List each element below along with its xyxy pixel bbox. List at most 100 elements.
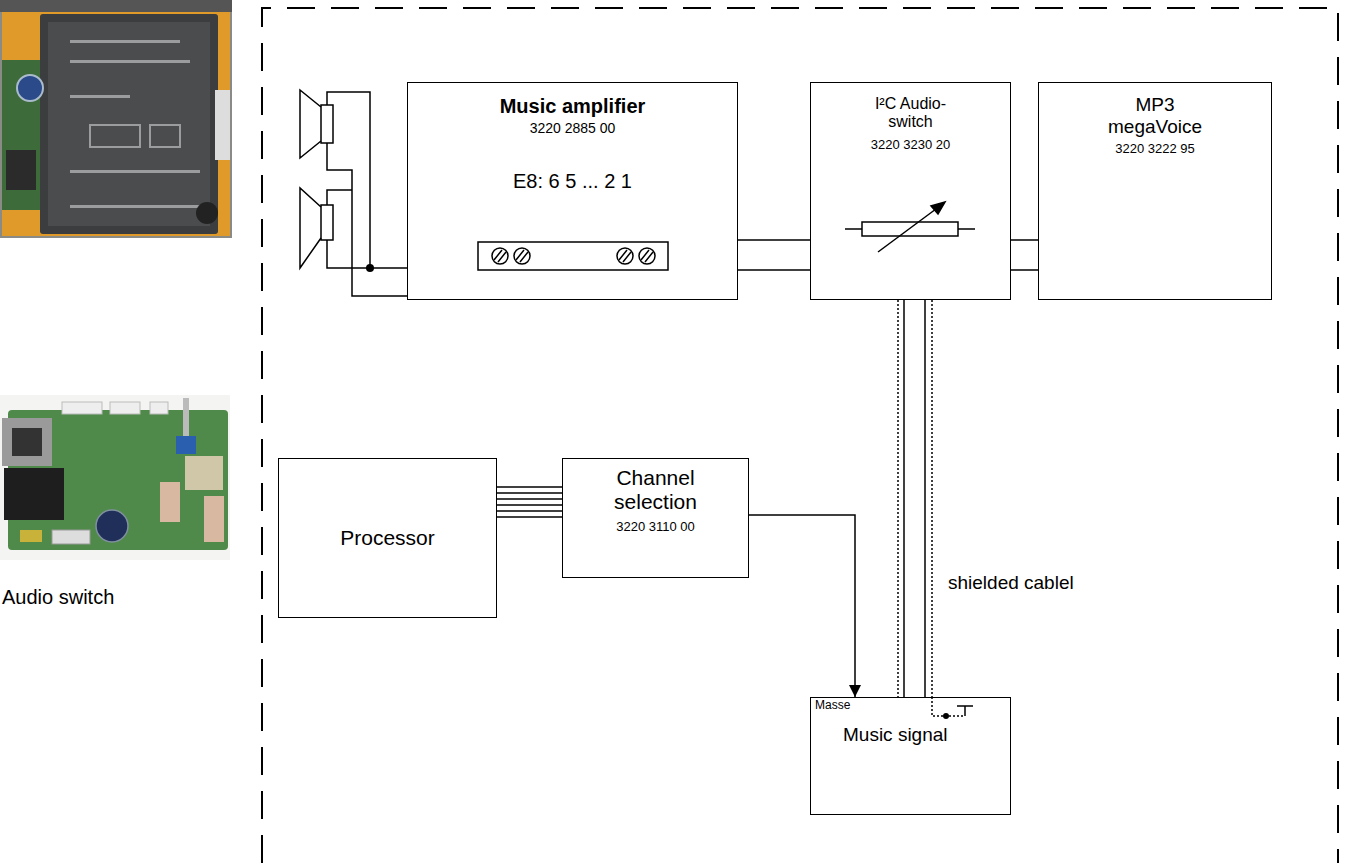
fuse xyxy=(20,530,42,542)
screw xyxy=(617,248,633,264)
rj45-opening xyxy=(12,428,42,456)
connector xyxy=(110,402,140,414)
box-title: Music amplifier xyxy=(500,95,646,118)
connector xyxy=(150,402,168,414)
box-title: Music signal xyxy=(843,724,948,746)
resistor-arrowhead xyxy=(931,202,945,214)
speaker-wire xyxy=(327,190,352,205)
select-line xyxy=(749,515,855,697)
speaker-magnet xyxy=(321,105,333,143)
amplifier-box: Music amplifier3220 2885 00E8: 6 5 ... 2… xyxy=(407,82,738,300)
wire xyxy=(497,516,562,518)
screw xyxy=(639,248,655,264)
ground-mark xyxy=(957,706,973,716)
pcb-frame xyxy=(2,12,230,236)
cable-shield xyxy=(931,300,933,697)
terminal-strip xyxy=(478,242,668,270)
wire xyxy=(497,492,562,494)
wire xyxy=(497,510,562,512)
control-bus xyxy=(497,487,562,517)
wire xyxy=(1011,239,1038,241)
cable-label: shielded cablel xyxy=(946,572,1076,594)
channel-selection-box: Channel selection 3220 3110 00 xyxy=(562,458,749,578)
connector xyxy=(215,90,230,160)
shielded-cable xyxy=(898,300,932,697)
ground-label: Masse xyxy=(815,699,850,713)
wire xyxy=(903,300,905,697)
part-number: 3220 3222 95 xyxy=(1115,142,1195,157)
transformer-block xyxy=(40,14,218,234)
part-number: 3220 3110 00 xyxy=(616,520,695,535)
photo-ground xyxy=(0,0,232,238)
screw xyxy=(514,248,530,264)
amplifier-photo xyxy=(0,0,232,238)
resistor-arrow xyxy=(878,206,940,252)
label-marking xyxy=(70,60,190,63)
screw-slot xyxy=(494,250,506,262)
speaker-symbols xyxy=(300,90,407,296)
label-marking xyxy=(70,170,200,173)
potentiometer xyxy=(176,436,196,454)
transformer-face xyxy=(48,22,210,226)
connector xyxy=(160,482,180,522)
capacitor xyxy=(17,75,43,101)
box-title: Processor xyxy=(340,526,435,550)
capacitor xyxy=(96,510,128,542)
processor-box: Processor xyxy=(278,458,497,618)
audio-line-pair xyxy=(1011,240,1038,270)
connector xyxy=(62,402,102,414)
mp3-module-box: MP3 megaVoice 3220 3222 95 xyxy=(1038,82,1272,300)
junction-dot xyxy=(943,713,949,719)
box-title: Channel selection xyxy=(596,466,716,514)
label-marking xyxy=(90,125,140,147)
screw-slot xyxy=(619,250,631,262)
screw-slot xyxy=(641,250,653,262)
part-number: 3220 2885 00 xyxy=(530,120,616,136)
box-title: MP3 megaVoice xyxy=(1100,94,1210,138)
speaker-cone xyxy=(300,90,321,158)
speaker-wire xyxy=(327,92,370,268)
part-number: 3220 3230 20 xyxy=(871,138,951,153)
photo-bar xyxy=(0,0,232,12)
pcb-strip xyxy=(2,60,42,210)
connector xyxy=(52,530,90,544)
audio-switch-box: I²C Audio- switch 3220 3230 20 xyxy=(810,82,1011,300)
variable-resistor-symbol xyxy=(845,202,975,252)
speaker-magnet xyxy=(321,205,333,240)
terminal-block xyxy=(185,456,223,490)
screw xyxy=(492,248,508,264)
box-title: I²C Audio- switch xyxy=(856,95,966,132)
cable-shield xyxy=(897,300,899,697)
terminal-block xyxy=(478,242,668,270)
label-holder: Audio switch xyxy=(0,586,116,609)
transformer xyxy=(4,468,64,520)
wire xyxy=(497,486,562,488)
junction-dot xyxy=(366,264,374,272)
wire xyxy=(497,504,562,506)
photo-ground xyxy=(0,395,230,560)
music-signal-box: MasseMusic signal xyxy=(810,697,1011,815)
wire xyxy=(497,498,562,500)
speaker-wire xyxy=(327,240,407,268)
ground-symbol xyxy=(932,697,973,719)
label-holder: shielded cablel xyxy=(946,572,1076,594)
pot-shaft xyxy=(183,398,189,438)
dashed-boundary xyxy=(262,8,1338,863)
label-marking xyxy=(70,205,200,208)
fuse-holder xyxy=(196,202,218,224)
wire xyxy=(738,239,810,241)
audio-line-pair xyxy=(738,240,810,270)
label-marking xyxy=(70,95,130,98)
photo-caption: Audio switch xyxy=(0,586,116,609)
speaker-wire xyxy=(327,143,407,296)
rj45-jack xyxy=(2,418,52,466)
connector xyxy=(204,496,224,542)
wire xyxy=(749,515,855,697)
label-marking xyxy=(70,40,180,43)
screw-slot xyxy=(516,250,528,262)
wire xyxy=(924,300,926,697)
wire xyxy=(1011,269,1038,271)
wire xyxy=(738,269,810,271)
